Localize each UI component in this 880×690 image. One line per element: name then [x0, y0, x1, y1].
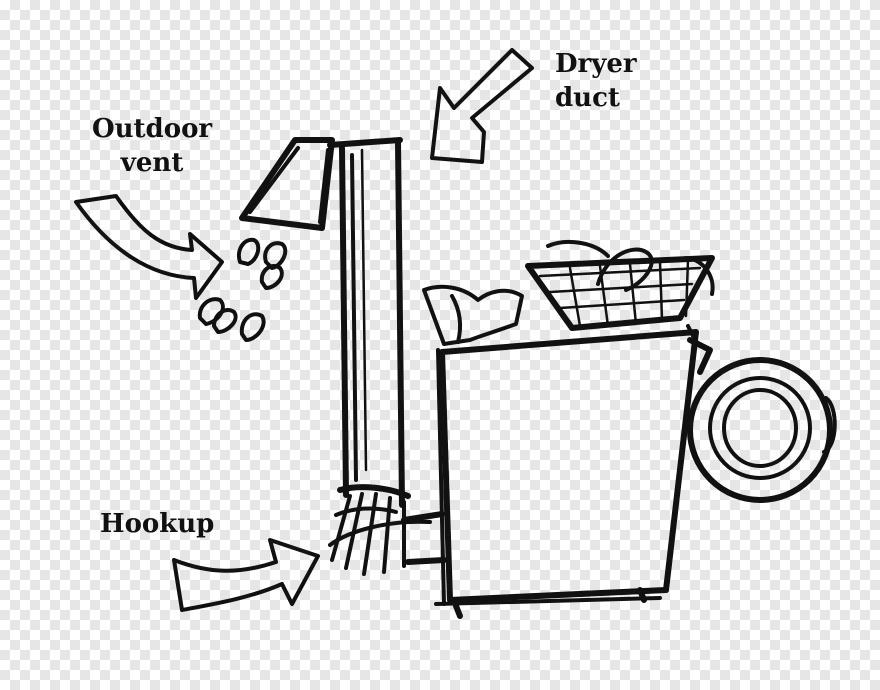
hookup-label-text: Hookup [100, 509, 215, 539]
outdoor-vent-label: Outdoor vent [92, 112, 212, 180]
outdoor-vent-label-line1: Outdoor [92, 114, 213, 144]
laundry-basket [525, 239, 715, 331]
clothes-pile [422, 284, 524, 346]
outdoor-vent-hood [239, 137, 335, 231]
dryer-duct-label-line1: Dryer [555, 49, 637, 79]
dryer-duct-label: Dryer duct [555, 47, 637, 115]
hookup-arrow [172, 538, 320, 612]
vertical-duct [327, 137, 405, 508]
washer-drum [687, 337, 837, 503]
dryer-duct-label-line2: duct [555, 83, 620, 113]
outdoor-vent-arrow [74, 194, 224, 300]
flexible-hookup [328, 484, 447, 576]
hookup-label: Hookup [100, 507, 214, 541]
dryer-body [434, 324, 699, 619]
outdoor-vent-label-line2: vent [120, 148, 184, 178]
air-puffs [197, 237, 288, 342]
dryer-duct-arrow [430, 48, 534, 164]
